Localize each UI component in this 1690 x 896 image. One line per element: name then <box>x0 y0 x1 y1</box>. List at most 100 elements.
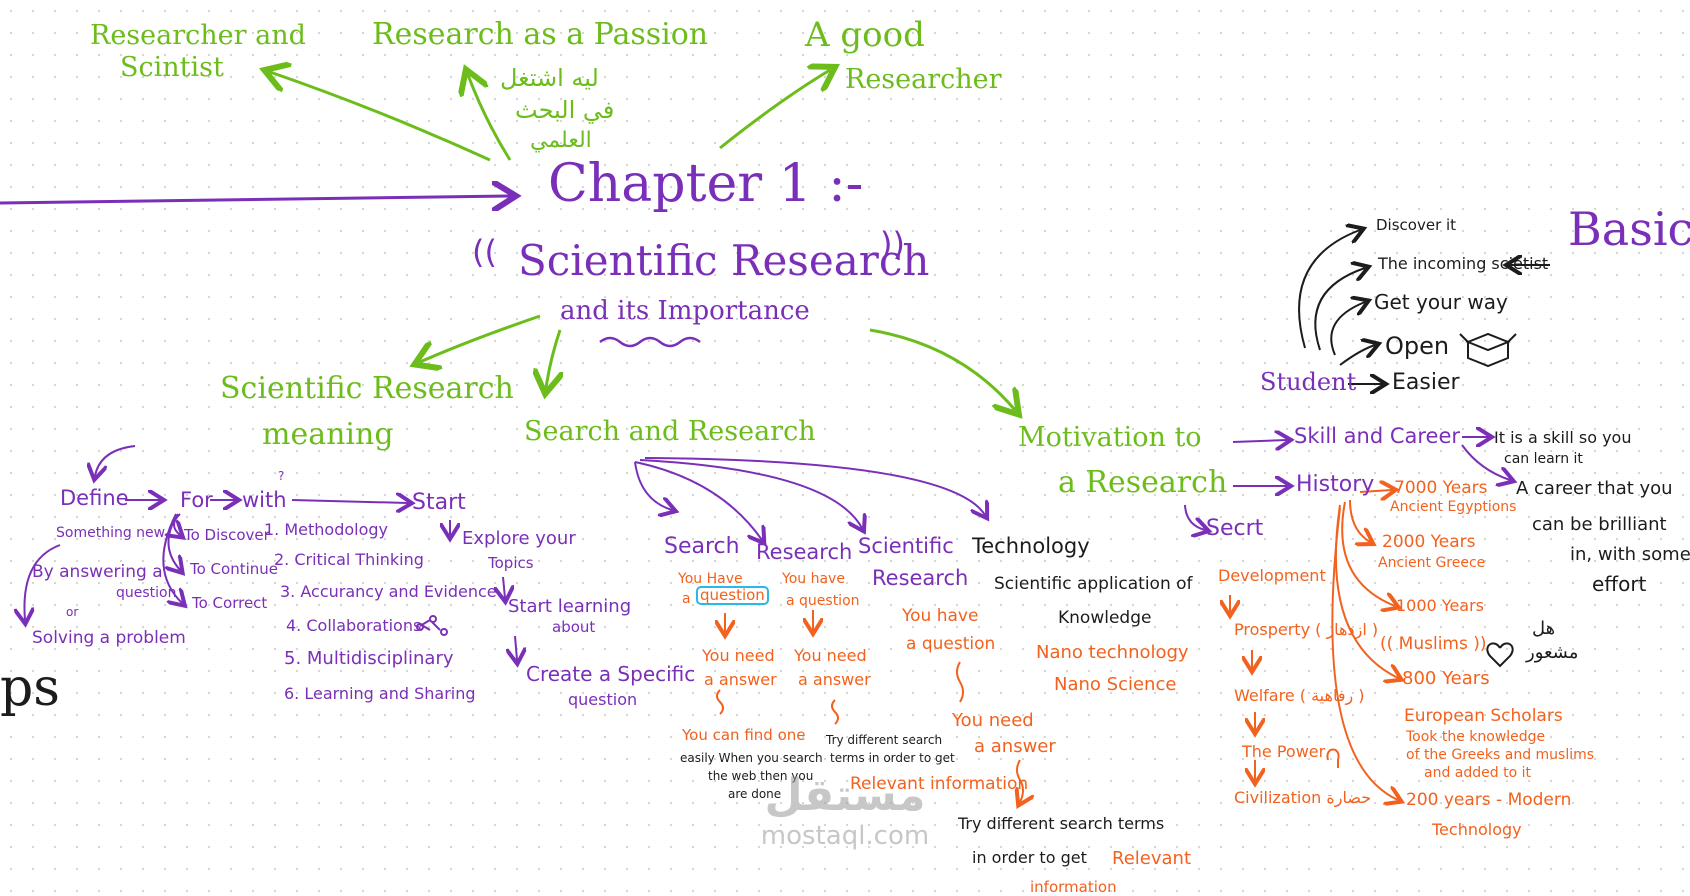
for-item-discover: To Discover <box>184 528 270 543</box>
start-item-explore: Explore your <box>462 530 576 548</box>
col-scientific-label-1: Scientific <box>858 536 954 557</box>
with-item-3: 3. Accurancy and Evidence <box>280 584 497 600</box>
col-research-label: Research <box>756 542 852 563</box>
something-new: Something new <box>56 526 165 540</box>
basics-item-incoming: The incoming scietist <box>1378 256 1548 272</box>
basics-item-discover: Discover it <box>1376 218 1456 233</box>
secret-power: The Power <box>1242 744 1325 760</box>
basics-title: Basics <box>1568 206 1690 252</box>
passion-title: Research as a Passion <box>372 20 708 50</box>
chapter-title: Chapter 1 :- <box>548 158 863 210</box>
search-q-a: a <box>682 592 691 606</box>
search-find: You can find one <box>682 728 806 743</box>
arrow-open <box>1340 345 1375 365</box>
arrow-s-find <box>717 690 723 714</box>
with-item-5: 5. Multidisciplinary <box>284 650 454 668</box>
meaning-title-1: Scientific Research <box>220 374 514 404</box>
arrow-define-loop <box>95 446 135 476</box>
col-search-label: Search <box>664 536 740 558</box>
career-note-4: effort <box>1592 574 1646 594</box>
arrow-mot-secret <box>1185 505 1205 530</box>
heart-ar-2: مشعور <box>1526 644 1578 662</box>
history-2000: 2000 Years <box>1382 534 1476 551</box>
history-egypt: Ancient Egyptions <box>1390 500 1516 514</box>
start-item-topics: Topics <box>488 556 534 571</box>
watermark-en: mostaql.com <box>740 821 950 851</box>
student-label: Student <box>1260 370 1356 394</box>
scientific-relevant-1: Relevant <box>1112 850 1191 868</box>
arrow-sc-need <box>957 662 963 702</box>
passion-ar-3: العلمي <box>530 130 592 152</box>
history-800: 800 Years <box>1402 670 1490 688</box>
solving-problem: Solving a problem <box>32 630 186 647</box>
passion-ar-2: في البحث <box>515 98 614 122</box>
basics-item-easier: Easier <box>1392 372 1460 394</box>
for-label: For <box>180 490 213 511</box>
arrow-to-search <box>546 330 560 388</box>
research-q-2: a question <box>786 594 860 608</box>
scientific-need-2: a answer <box>974 738 1056 756</box>
by-answering-2: question <box>116 586 176 600</box>
watermark-ar: مستقل <box>740 770 950 821</box>
arrow-h-2000 <box>1350 500 1370 542</box>
arrow-to-good <box>720 70 830 148</box>
scientific-try-1: Try different search terms <box>958 816 1164 832</box>
secret-label: Secrt <box>1206 518 1263 540</box>
with-item-1: 1. Methodology <box>264 522 388 538</box>
career-note-3: in, with some <box>1570 546 1690 564</box>
arrow-mot-skill <box>1233 440 1287 442</box>
arrow-getway <box>1331 302 1365 355</box>
history-euro-1: European Scholars <box>1404 708 1563 725</box>
arrow-sr-scientific <box>640 460 862 528</box>
basics-item-open: Open <box>1385 334 1449 358</box>
arrow-for-continue <box>168 514 180 570</box>
history-greece: Ancient Greece <box>1378 556 1485 570</box>
history-200: 200 years - Modern <box>1406 792 1571 809</box>
start-item-create: Create a Specific <box>526 664 695 684</box>
search-q-word: question <box>698 588 767 603</box>
scientific-relevant-2: information <box>1030 880 1117 895</box>
arrow-sr-search <box>635 462 672 510</box>
arrow-sr-technology <box>645 458 985 515</box>
heart-ar-1: هل <box>1532 620 1555 638</box>
arrow-skill-career <box>1462 445 1510 480</box>
watermark-logo: مستقل mostaql.com <box>740 770 950 851</box>
search-q-pre: You Have <box>678 572 743 586</box>
history-7000: 7000 Years <box>1394 480 1488 497</box>
arrow-to-meaning <box>420 316 540 362</box>
meaning-title-2: meaning <box>262 420 394 450</box>
or-label: or <box>66 606 78 618</box>
researcher-title-1: Researcher and <box>90 22 306 49</box>
arrow-define-left <box>24 545 60 620</box>
tech-item-2: Nano Science <box>1054 676 1176 694</box>
central-subtitle: Scientific Research <box>518 240 929 282</box>
arrow-incoming <box>1315 268 1365 350</box>
researcher-title-2: Scintist <box>120 54 224 81</box>
research-try-2: terms in order to get <box>830 752 955 764</box>
history-tech: Technology <box>1432 822 1522 838</box>
skill-note-2: can learn it <box>1504 452 1583 466</box>
ps-fragment: ps <box>0 662 60 714</box>
with-item-6: 6. Learning and Sharing <box>284 686 476 702</box>
search-note-1: easily When you search <box>680 752 823 764</box>
question-mark: ? <box>278 470 284 482</box>
history-1000: 1000 Years <box>1396 598 1484 614</box>
heart-icon <box>1488 638 1512 662</box>
skill-career: Skill and Career <box>1294 426 1460 447</box>
secret-prosperty: Prosperty ( ازدهار ) <box>1234 622 1378 638</box>
search-need-2: a answer <box>704 672 777 688</box>
scientific-q-1: You have <box>902 608 978 625</box>
col-technology-label: Technology <box>972 536 1090 557</box>
power-icon <box>1324 744 1344 770</box>
define-label: Define <box>60 488 129 509</box>
col-scientific-label-2: Research <box>872 568 968 589</box>
with-label: with <box>242 490 287 511</box>
arrow-to-chapter <box>0 196 510 203</box>
motivation-title-1: Motivation to <box>1018 424 1202 451</box>
close-quote: )) <box>880 228 905 260</box>
search-research-title: Search and Research <box>524 418 816 445</box>
with-item-2: 2. Critical Thinking <box>274 552 424 568</box>
start-item-learning: Start learning <box>508 598 631 616</box>
basics-item-getway: Get your way <box>1374 292 1508 312</box>
passion-ar-1: ليه اشتغل <box>500 66 599 90</box>
